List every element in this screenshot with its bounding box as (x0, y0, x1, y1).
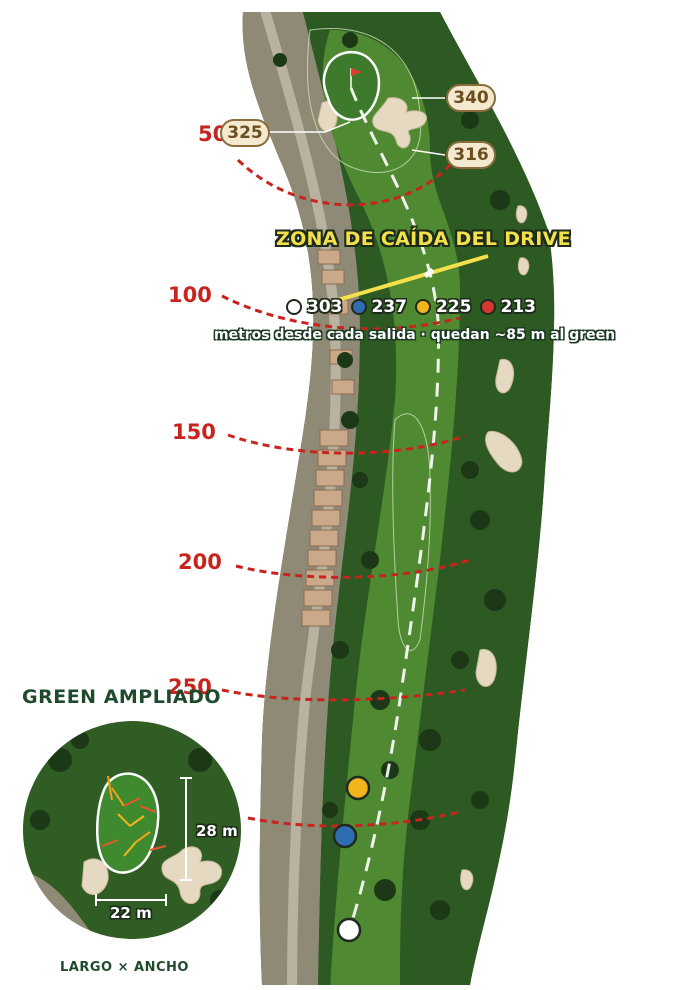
white-tee-dot (286, 299, 302, 315)
tee-markers (332, 775, 371, 943)
distance-arcs (221, 158, 471, 828)
play-line (348, 87, 440, 929)
trees (273, 32, 510, 920)
tee-distance-yellow: 225 (415, 297, 472, 317)
green-inset-title: GREEN AMPLIADO (22, 686, 222, 708)
tee-distance-blue: 237 (350, 297, 408, 317)
tee-distance-value: 213 (500, 297, 537, 317)
distance-label-325: 325 (220, 119, 270, 147)
green-length-label: 28 m (196, 822, 238, 840)
distance-label-316: 316 (446, 141, 496, 169)
green-inset (21, 719, 243, 941)
distance-label-200: 200 (178, 550, 222, 574)
tee-distance-value: 303 (307, 297, 343, 317)
tee-distance-value: 237 (371, 297, 408, 317)
distance-label-100: 100 (168, 283, 212, 307)
flag-icon (350, 68, 362, 88)
houses (301, 249, 355, 627)
drive-zone-pointer (337, 254, 489, 302)
distance-label-150: 150 (172, 420, 216, 444)
tee-distance-white: 303 (286, 297, 343, 317)
green-width-label: 22 m (110, 904, 152, 922)
distance-label-250: 250 (168, 675, 212, 699)
tee-distances: 303 237 225 213 (286, 297, 536, 317)
red-tee-dot (479, 299, 496, 315)
drive-zone-title: ZONA DE CAÍDA DEL DRIVE (276, 228, 571, 250)
bunkers (317, 97, 530, 891)
tee-distance-red: 213 (479, 297, 537, 317)
green-inset-caption: LARGO × ANCHO (60, 960, 189, 975)
tee-distance-value: 225 (436, 297, 472, 317)
blue-tee-dot (350, 299, 367, 315)
drive-zone-note: metros desde cada salida · quedan ~85 m … (214, 327, 616, 343)
distance-label-340: 340 (446, 84, 496, 112)
aerial-strip (242, 12, 555, 985)
yellow-tee-dot (415, 299, 431, 315)
label-leaders (270, 97, 446, 156)
